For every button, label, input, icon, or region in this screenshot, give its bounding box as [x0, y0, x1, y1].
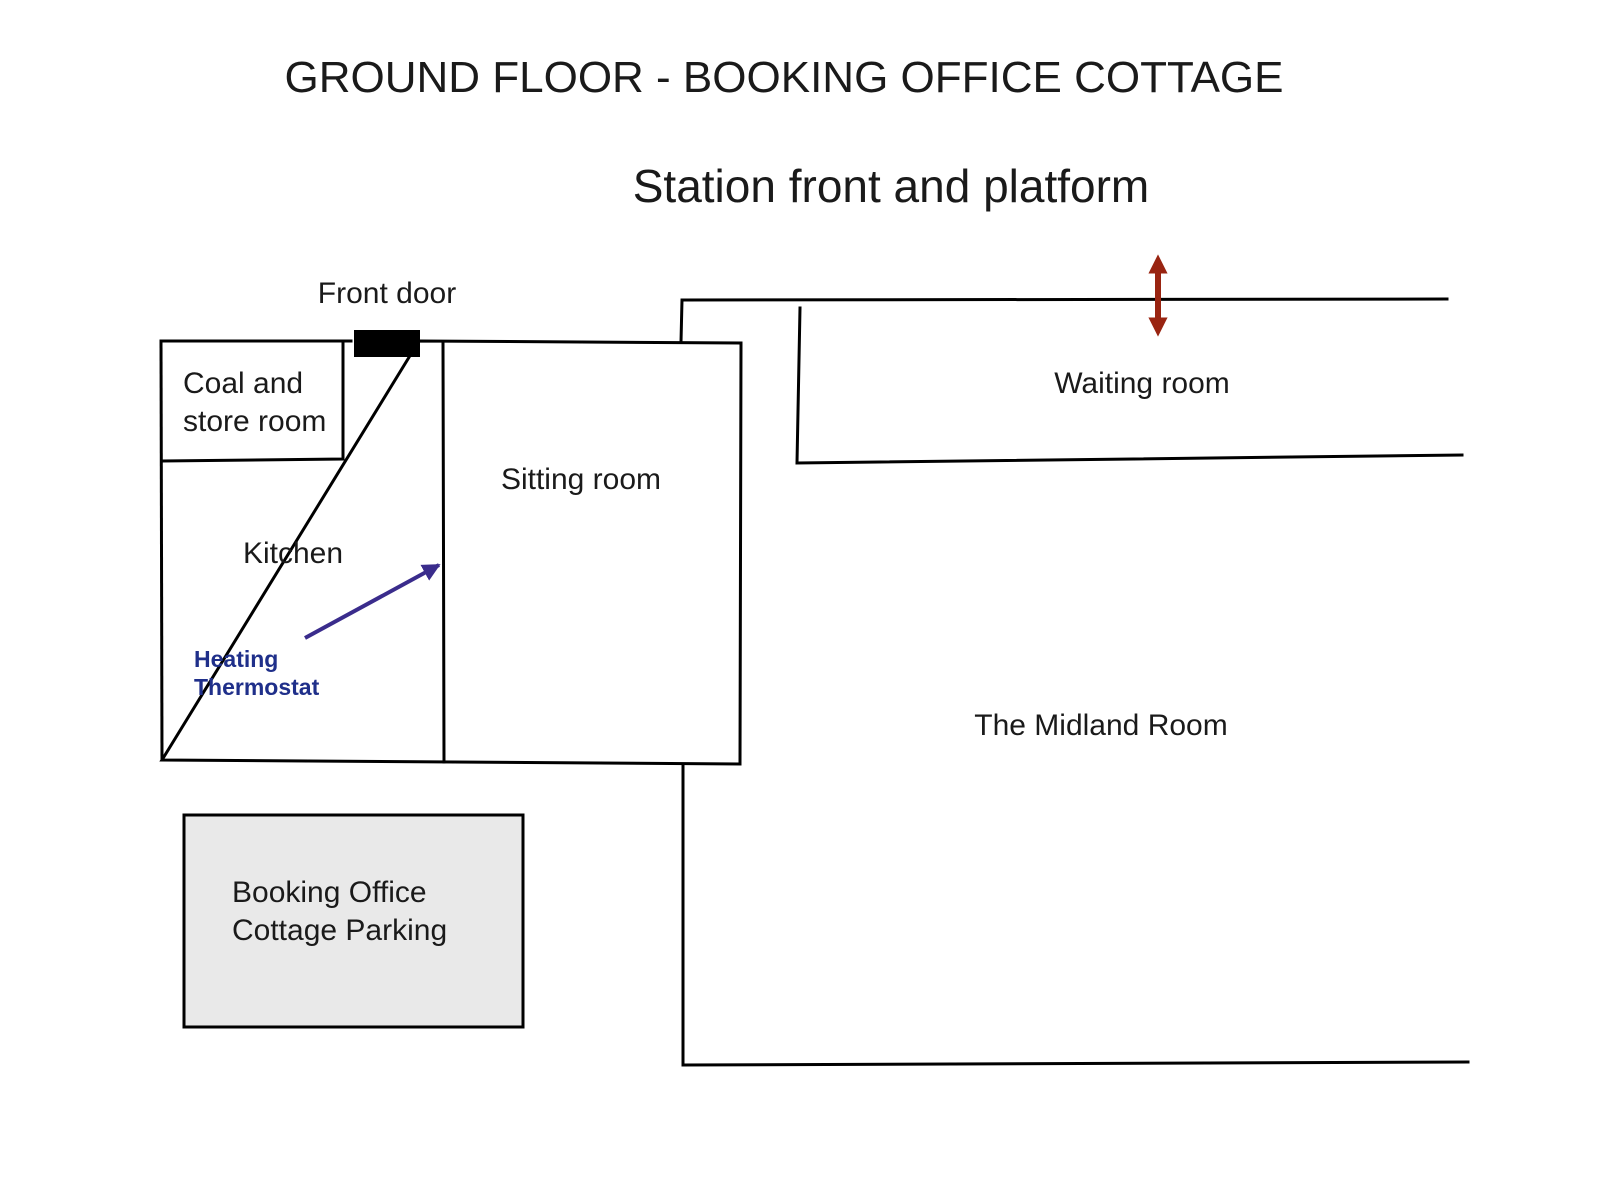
coal-store-label-line-1: Coal and	[183, 367, 303, 400]
parking-area	[182, 813, 525, 1029]
thermostat-arrow-icon	[304, 563, 441, 640]
coal-store-walls	[161, 339, 345, 463]
parking-label-line-1: Booking Office	[232, 876, 427, 909]
kitchen-label: Kitchen	[243, 537, 343, 570]
thermostat-label: Heating Thermostat	[194, 646, 320, 700]
station-upper-wall	[679, 297, 1449, 344]
cottage-left-wall	[159, 339, 164, 762]
coal-store-label: Coal and store room	[183, 367, 326, 438]
kitchen-sitting-partition	[441, 341, 446, 764]
page-title: GROUND FLOOR - BOOKING OFFICE COTTAGE	[284, 53, 1283, 102]
front-door-marker	[354, 330, 420, 357]
midland-room-walls	[681, 762, 1470, 1067]
parking-label-line-2: Cottage Parking	[232, 914, 447, 947]
cottage-outline	[159, 339, 743, 766]
sitting-room-label: Sitting room	[501, 463, 661, 496]
midland-room-label: The Midland Room	[974, 709, 1227, 742]
thermostat-label-line-1: Heating	[194, 646, 278, 672]
waiting-room-label: Waiting room	[1054, 367, 1230, 400]
front-door-label: Front door	[318, 277, 456, 310]
coal-store-label-line-2: store room	[183, 405, 326, 438]
thermostat-label-line-2: Thermostat	[194, 674, 320, 700]
waiting-room-walls	[795, 306, 1464, 465]
page-subtitle: Station front and platform	[633, 160, 1150, 212]
parking-label: Booking Office Cottage Parking	[232, 876, 447, 947]
